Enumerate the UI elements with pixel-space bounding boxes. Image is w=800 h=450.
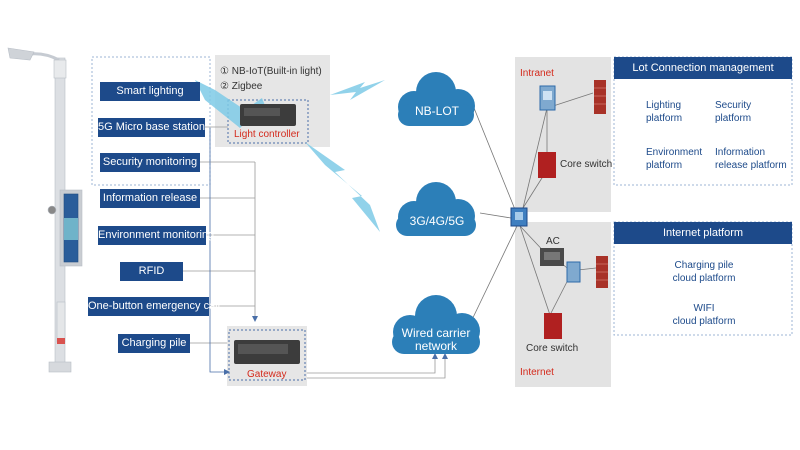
light-controller-outline xyxy=(227,99,309,144)
cloud-mobile-label: 3G/4G/5G xyxy=(409,214,465,228)
cloud-wired xyxy=(392,295,480,354)
information-platform-line1: Information xyxy=(715,147,766,158)
wifi-cloud-platform-label: WIFI cloud platform xyxy=(654,302,754,328)
feature-rfid: RFID xyxy=(120,262,183,281)
feature-connectors xyxy=(183,126,256,344)
cloud-wired-label-line1: Wired carrier xyxy=(401,326,471,340)
information-platform-line2: release platform xyxy=(715,160,787,171)
cloud-nblot-label: NB-LOT xyxy=(414,104,459,118)
feature-environment-monitoring: Environment monitoring xyxy=(98,226,214,245)
internet-label: Internet xyxy=(520,367,554,378)
lot-platform-title: Lot Connection management platform xyxy=(614,57,792,96)
lighting-platform-line2: platform xyxy=(646,113,683,124)
lighting-platform-line1: Lighting xyxy=(646,100,682,111)
light-controller-panel xyxy=(215,55,330,147)
feature-smart-lighting: Smart lighting xyxy=(100,82,200,101)
gateway-label: Gateway xyxy=(247,369,287,380)
light-controller-label: Light controller xyxy=(234,129,300,140)
environment-platform-label: Environment platform xyxy=(646,146,702,172)
internet-core-switch-icon xyxy=(544,313,562,339)
charging-platform-line2: cloud platform xyxy=(672,273,736,284)
cloud-wired-label-line2: network xyxy=(414,339,458,353)
internet-panel xyxy=(515,222,611,387)
feature-charging-pile: Charging pile xyxy=(118,334,190,353)
security-platform-line1: Security xyxy=(715,100,752,111)
charging-platform-line1: Charging pile xyxy=(674,260,734,271)
ac-label: AC xyxy=(546,236,560,247)
feature-5g-micro-base-station: 5G Micro base station xyxy=(98,118,205,137)
internet-core-switch-label: Core switch xyxy=(526,343,579,354)
intranet-core-switch-label: Core switch xyxy=(560,159,613,170)
intranet-label: Intranet xyxy=(520,68,554,79)
internet-platform-title: Internet platform xyxy=(614,222,792,244)
wifi-platform-line2: cloud platform xyxy=(672,316,736,327)
blue-link xyxy=(209,128,227,373)
wifi-platform-line1: WIFI xyxy=(693,303,715,314)
internet-server-icon xyxy=(566,261,581,283)
environment-platform-line1: Environment xyxy=(646,147,703,158)
feature-security-monitoring: Security monitoring xyxy=(100,153,200,172)
intranet-firewall-icon xyxy=(594,80,606,114)
protocol-nbiot: ① NB-IoT(Built-in light) xyxy=(220,66,322,77)
lightning-mobile xyxy=(305,142,380,232)
network-lines xyxy=(467,92,597,329)
cloud-mobile xyxy=(396,182,476,236)
street-lamp xyxy=(7,47,83,373)
gateway-outline xyxy=(228,329,306,381)
security-platform-label: Security platform xyxy=(715,99,751,125)
feature-information-release: Information release xyxy=(100,189,200,208)
lighting-platform-label: Lighting platform xyxy=(646,99,682,125)
intranet-core-switch-icon xyxy=(538,152,556,178)
information-release-platform-label: Information release platform xyxy=(715,146,787,172)
charging-pile-cloud-platform-label: Charging pile cloud platform xyxy=(654,259,754,285)
protocol-zigbee: ② Zigbee xyxy=(220,81,263,92)
security-platform-line2: platform xyxy=(715,113,752,124)
cloud-nblot xyxy=(398,72,475,126)
feature-group-outline xyxy=(91,56,211,186)
environment-platform-line2: platform xyxy=(646,160,683,171)
feature-one-button-emergency-call: One-button emergency call xyxy=(88,297,220,316)
arrow-to-gateway xyxy=(252,316,258,322)
lightning-nblot xyxy=(330,80,385,100)
